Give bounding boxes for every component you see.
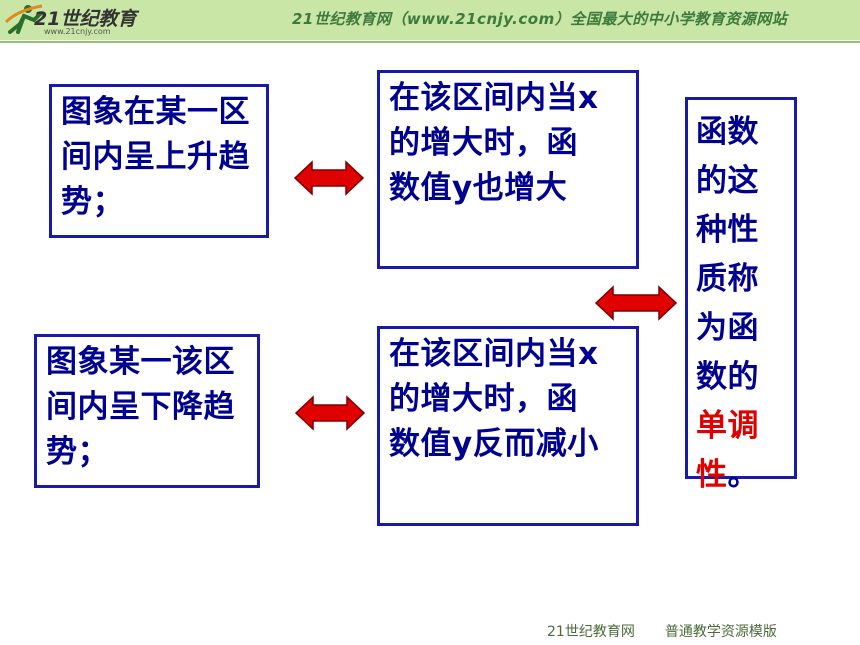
header-divider <box>0 41 860 43</box>
conclusion-highlight: 单调性 <box>696 408 759 493</box>
double-arrow-icon-bottom <box>295 395 365 431</box>
conclusion-suffix: 。 <box>727 457 759 493</box>
footer-site: 21世纪教育网 <box>547 624 635 640</box>
fall-result-text: 在该区间内当x的增大时，函数值y反而减小 <box>389 336 599 462</box>
rise-result-box: 在该区间内当x的增大时，函数值y也增大 <box>377 70 639 269</box>
site-logo: 21世纪教育 www.21cnjy.com <box>4 2 154 38</box>
logo-url: www.21cnjy.com <box>44 27 111 36</box>
double-arrow-icon-top <box>294 160 364 196</box>
header-bar: 21世纪教育 www.21cnjy.com 21世纪教育网（www.21cnjy… <box>0 0 860 40</box>
conclusion-text: 函数的这种性质称为函数的单调性。 <box>688 100 776 500</box>
header-tagline: 21世纪教育网（www.21cnjy.com）全国最大的中小学教育资源网站 <box>292 10 788 28</box>
conclusion-box: 函数的这种性质称为函数的单调性。 <box>685 97 797 493</box>
rise-condition-box: 图象在某一区间内呈上升趋势； <box>49 84 269 238</box>
conclusion-prefix: 函数的这种性质称为函数的 <box>696 114 759 395</box>
footer-slogan: 普通教学资源模版 <box>664 624 777 640</box>
double-arrow-icon-right <box>595 285 677 321</box>
fall-condition-box: 图象某一该区间内呈下降趋势； <box>34 334 260 488</box>
rise-condition-text: 图象在某一区间内呈上升趋势； <box>61 94 250 220</box>
runner-icon <box>4 4 43 34</box>
rise-result-text: 在该区间内当x的增大时，函数值y也增大 <box>389 80 599 206</box>
fall-condition-text: 图象某一该区间内呈下降趋势； <box>46 344 235 470</box>
logo-text: 21世纪教育 <box>34 8 137 30</box>
fall-result-box: 在该区间内当x的增大时，函数值y反而减小 <box>377 326 639 526</box>
footer: 21世纪教育网 普通教学资源模版 <box>547 621 807 641</box>
